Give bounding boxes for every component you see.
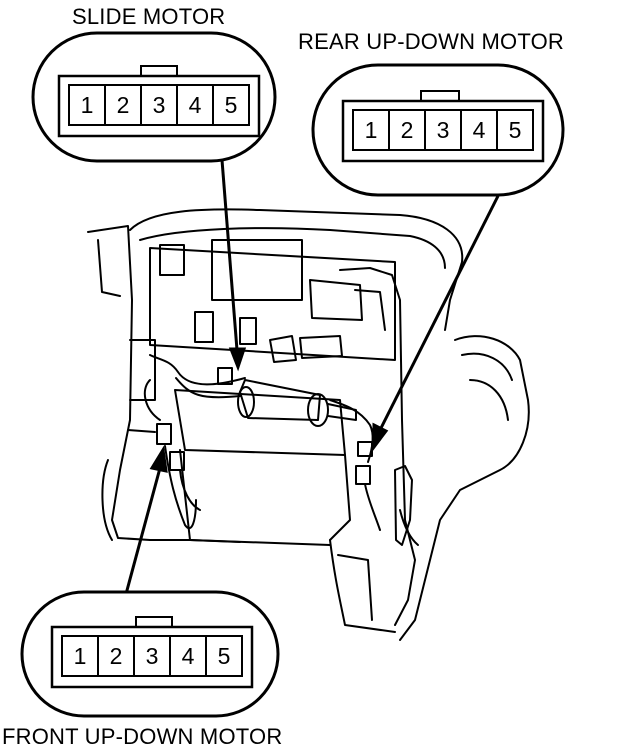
- pin-number-2: 2: [401, 117, 414, 143]
- pin-cell-5: [496, 109, 534, 151]
- pin-number-2: 2: [117, 92, 130, 118]
- slide-motor-arrowhead: [228, 347, 247, 372]
- pin-cell-3: [424, 109, 462, 151]
- pin-number-1: 1: [365, 117, 378, 143]
- pin-cell-3: [140, 84, 178, 126]
- pin-number-4: 4: [189, 92, 202, 118]
- pin-number-5: 5: [218, 643, 231, 669]
- rear-motor-pointer: [377, 195, 500, 433]
- pin-number-3: 3: [153, 92, 166, 118]
- pin-cell-1: [68, 84, 106, 126]
- label-front-up-down-motor: FRONT UP-DOWN MOTOR: [2, 724, 283, 749]
- pin-number-3: 3: [437, 117, 450, 143]
- label-rear-up-down-motor: REAR UP-DOWN MOTOR: [298, 29, 564, 54]
- pin-number-5: 5: [509, 117, 522, 143]
- slide-motor-pointer: [220, 159, 239, 351]
- pin-number-1: 1: [74, 643, 87, 669]
- pin-number-1: 1: [81, 92, 94, 118]
- seat-illustration: [87, 208, 530, 641]
- label-slide-motor: SLIDE MOTOR: [72, 4, 226, 29]
- rear-motor-arrowhead: [372, 422, 389, 452]
- pin-number-4: 4: [182, 643, 195, 669]
- pointer-lines: [124, 159, 500, 595]
- pin-number-3: 3: [146, 643, 159, 669]
- pin-cell-4: [460, 109, 498, 151]
- front-motor-arrowhead: [149, 445, 168, 473]
- pin-cell-3: [133, 635, 171, 677]
- front-motor-pointer: [124, 467, 162, 595]
- pin-cell-5: [205, 635, 243, 677]
- pin-cell-4: [169, 635, 207, 677]
- pin-number-4: 4: [473, 117, 486, 143]
- pin-number-5: 5: [225, 92, 238, 118]
- pin-number-2: 2: [110, 643, 123, 669]
- pin-cell-5: [212, 84, 250, 126]
